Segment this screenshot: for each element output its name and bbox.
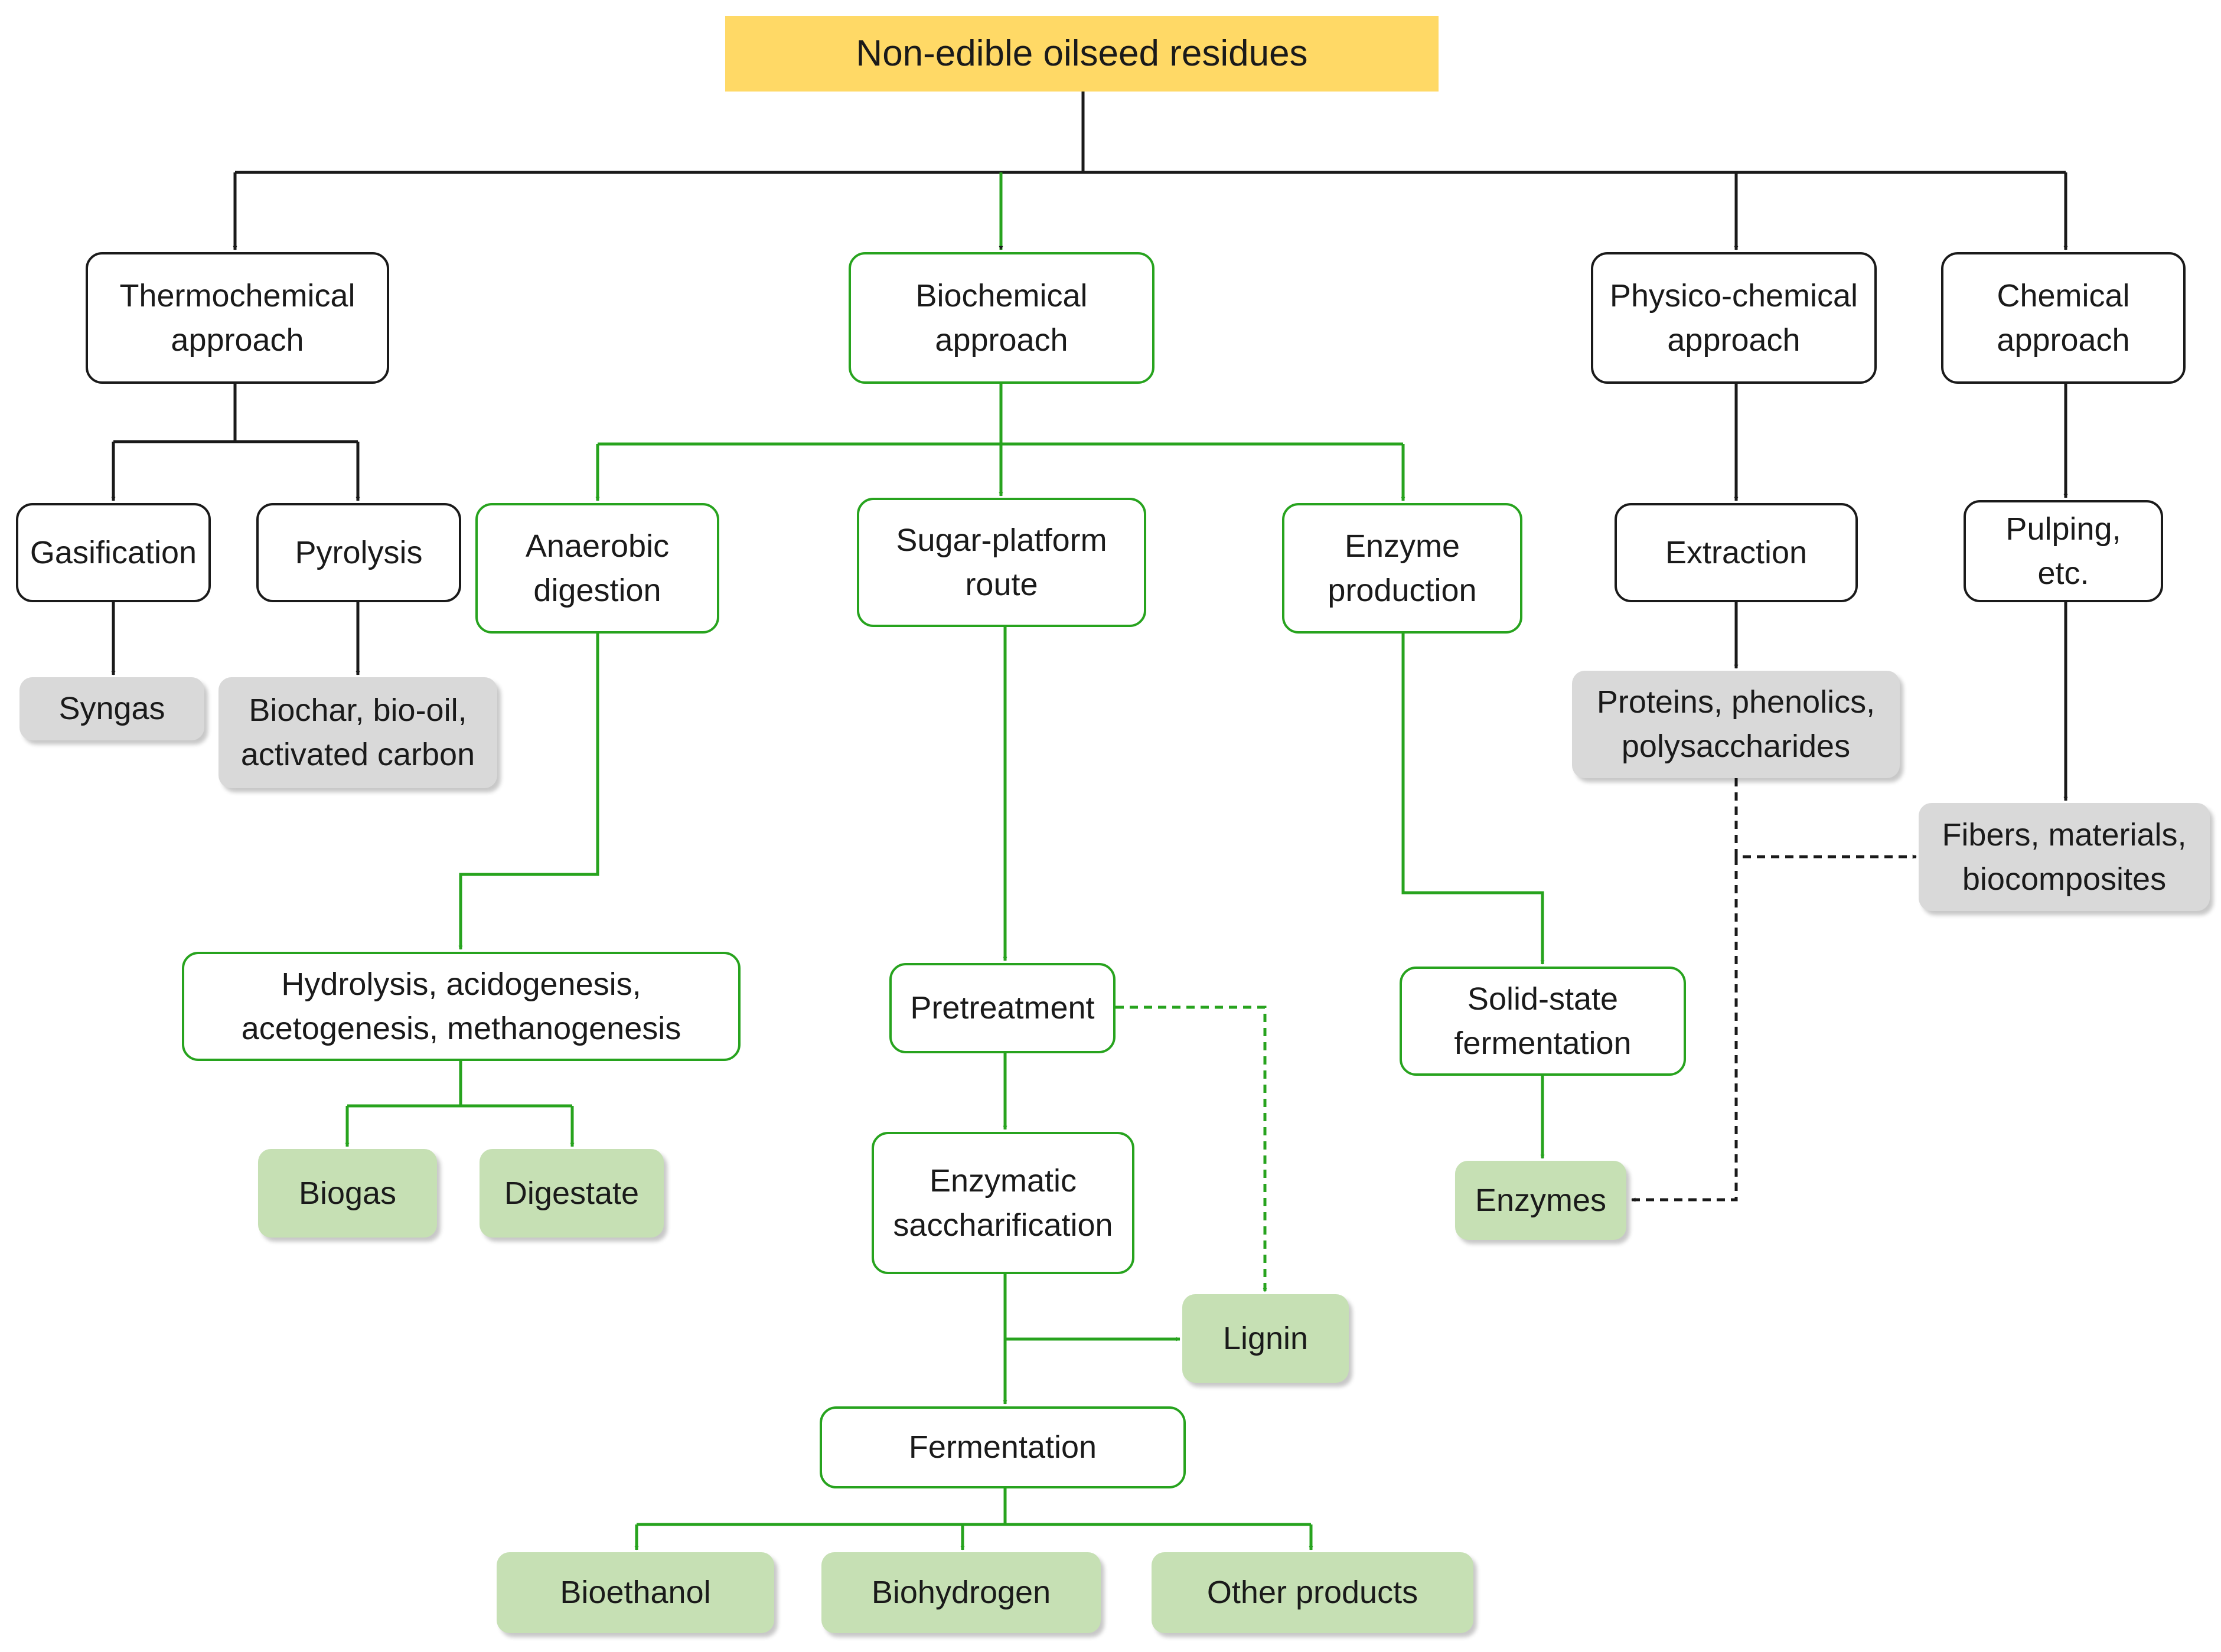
enzyme-production-label: Enzyme production [1328,528,1477,608]
other-products-product: Other products [1152,1552,1473,1633]
lignin-product: Lignin [1182,1294,1349,1383]
pretreatment-node: Pretreatment [889,963,1116,1053]
biochemical-approach-node: Biochemical approach [849,252,1154,384]
chemical-approach-node: Chemical approach [1941,252,2186,384]
anaerobic-digestion-label: Anaerobic digestion [525,528,670,608]
pulping-node: Pulping, etc. [1964,500,2163,602]
pretreatment-label: Pretreatment [910,990,1095,1026]
syngas-label: Syngas [58,691,165,727]
connector-pretreatment-to-lignin [1116,1005,1267,1292]
digestate-product: Digestate [480,1149,664,1238]
solid-state-fermentation-node: Solid-state fermentation [1400,967,1686,1076]
thermochemical-approach-label: Thermochemical approach [119,277,356,358]
digestate-label: Digestate [504,1175,640,1211]
biogas-label: Biogas [298,1175,397,1211]
connector-to-hydrolysis [458,634,599,950]
proteins-label: Proteins, phenolics, polysaccharides [1596,684,1876,764]
enzymatic-saccharification-label: Enzymatic saccharification [893,1163,1113,1243]
fermentation-label: Fermentation [908,1429,1097,1465]
chemical-approach-label: Chemical approach [1997,277,2130,358]
biogas-product: Biogas [258,1149,437,1238]
proteins-product: Proteins, phenolics, polysaccharides [1572,671,1900,778]
anaerobic-digestion-node: Anaerobic digestion [475,503,719,634]
fermentation-node: Fermentation [820,1406,1186,1488]
sugar-platform-route-label: Sugar-platform route [896,522,1107,602]
gasification-label: Gasification [30,534,197,570]
pulping-label: Pulping, etc. [2005,511,2121,591]
root-node: Non-edible oilseed residues [725,16,1439,92]
syngas-product: Syngas [19,677,204,740]
fibers-product: Fibers, materials, biocomposites [1919,803,2210,911]
pyrolysis-node: Pyrolysis [256,503,461,602]
thermochemical-approach-node: Thermochemical approach [86,252,389,384]
sugar-platform-route-node: Sugar-platform route [857,498,1146,627]
other-products-label: Other products [1206,1575,1418,1611]
extraction-label: Extraction [1665,534,1808,570]
root-label: Non-edible oilseed residues [856,33,1308,74]
physico-chemical-approach-label: Physico-chemical approach [1609,277,1858,358]
connector-proteins-to-enzymes [1631,857,1738,1202]
connector-proteins-to-fibers [1734,778,1917,859]
lignin-label: Lignin [1222,1320,1309,1356]
connector-saccharification-to-lignin [1003,1274,1180,1341]
enzymatic-saccharification-node: Enzymatic saccharification [872,1132,1134,1274]
biohydrogen-label: Biohydrogen [871,1575,1051,1611]
pyrolysis-label: Pyrolysis [295,534,423,570]
biochar-label: Biochar, bio-oil, activated carbon [240,693,475,772]
biohydrogen-product: Biohydrogen [821,1552,1101,1633]
biochar-product: Biochar, bio-oil, activated carbon [218,677,497,788]
fibers-label: Fibers, materials, biocomposites [1942,817,2187,897]
enzyme-production-node: Enzyme production [1282,503,1522,634]
solid-state-fermentation-label: Solid-state fermentation [1454,981,1632,1061]
enzymes-label: Enzymes [1475,1182,1607,1218]
hydrolysis-steps-node: Hydrolysis, acidogenesis, acetogenesis, … [182,952,741,1061]
connector-to-solid-state [1401,634,1545,965]
enzymes-product: Enzymes [1455,1161,1626,1240]
gasification-node: Gasification [16,503,211,602]
hydrolysis-steps-label: Hydrolysis, acidogenesis, acetogenesis, … [241,966,681,1046]
bioethanol-product: Bioethanol [497,1552,774,1633]
extraction-node: Extraction [1615,503,1858,602]
biochemical-approach-label: Biochemical approach [915,277,1088,358]
bioethanol-label: Bioethanol [560,1575,711,1611]
physico-chemical-approach-node: Physico-chemical approach [1591,252,1877,384]
